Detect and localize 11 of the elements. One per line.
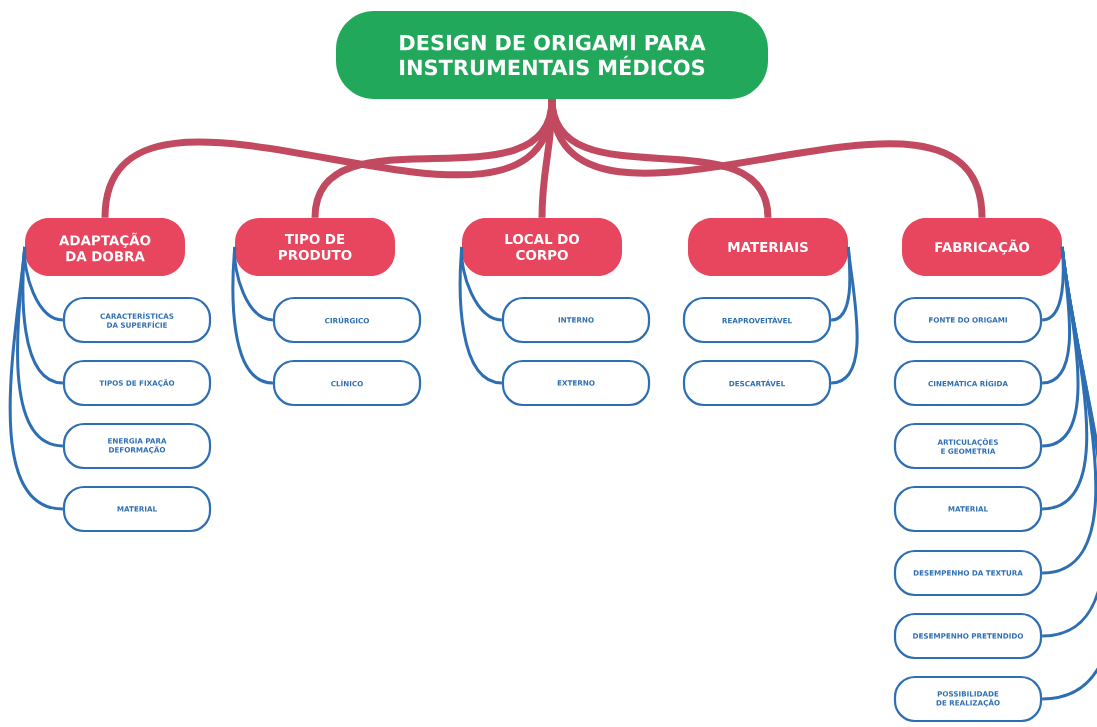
- connector: [231, 246, 274, 385]
- connector: [8, 246, 64, 511]
- connector: [458, 246, 503, 385]
- category-box: FABRICAÇÃO: [902, 218, 1062, 276]
- category-box: LOCAL DO CORPO: [462, 218, 622, 276]
- connector: [830, 246, 859, 385]
- category-box: MATERIAIS: [688, 218, 848, 276]
- connector: [548, 98, 986, 219]
- category-box: TIPO DE PRODUTO: [235, 218, 395, 276]
- topic-box: DESIGN DE ORIGAMI PARA INSTRUMENTAIS MÉDICOS: [336, 11, 768, 99]
- category-box: ADAPTAÇÃO DA DOBRA: [25, 218, 185, 276]
